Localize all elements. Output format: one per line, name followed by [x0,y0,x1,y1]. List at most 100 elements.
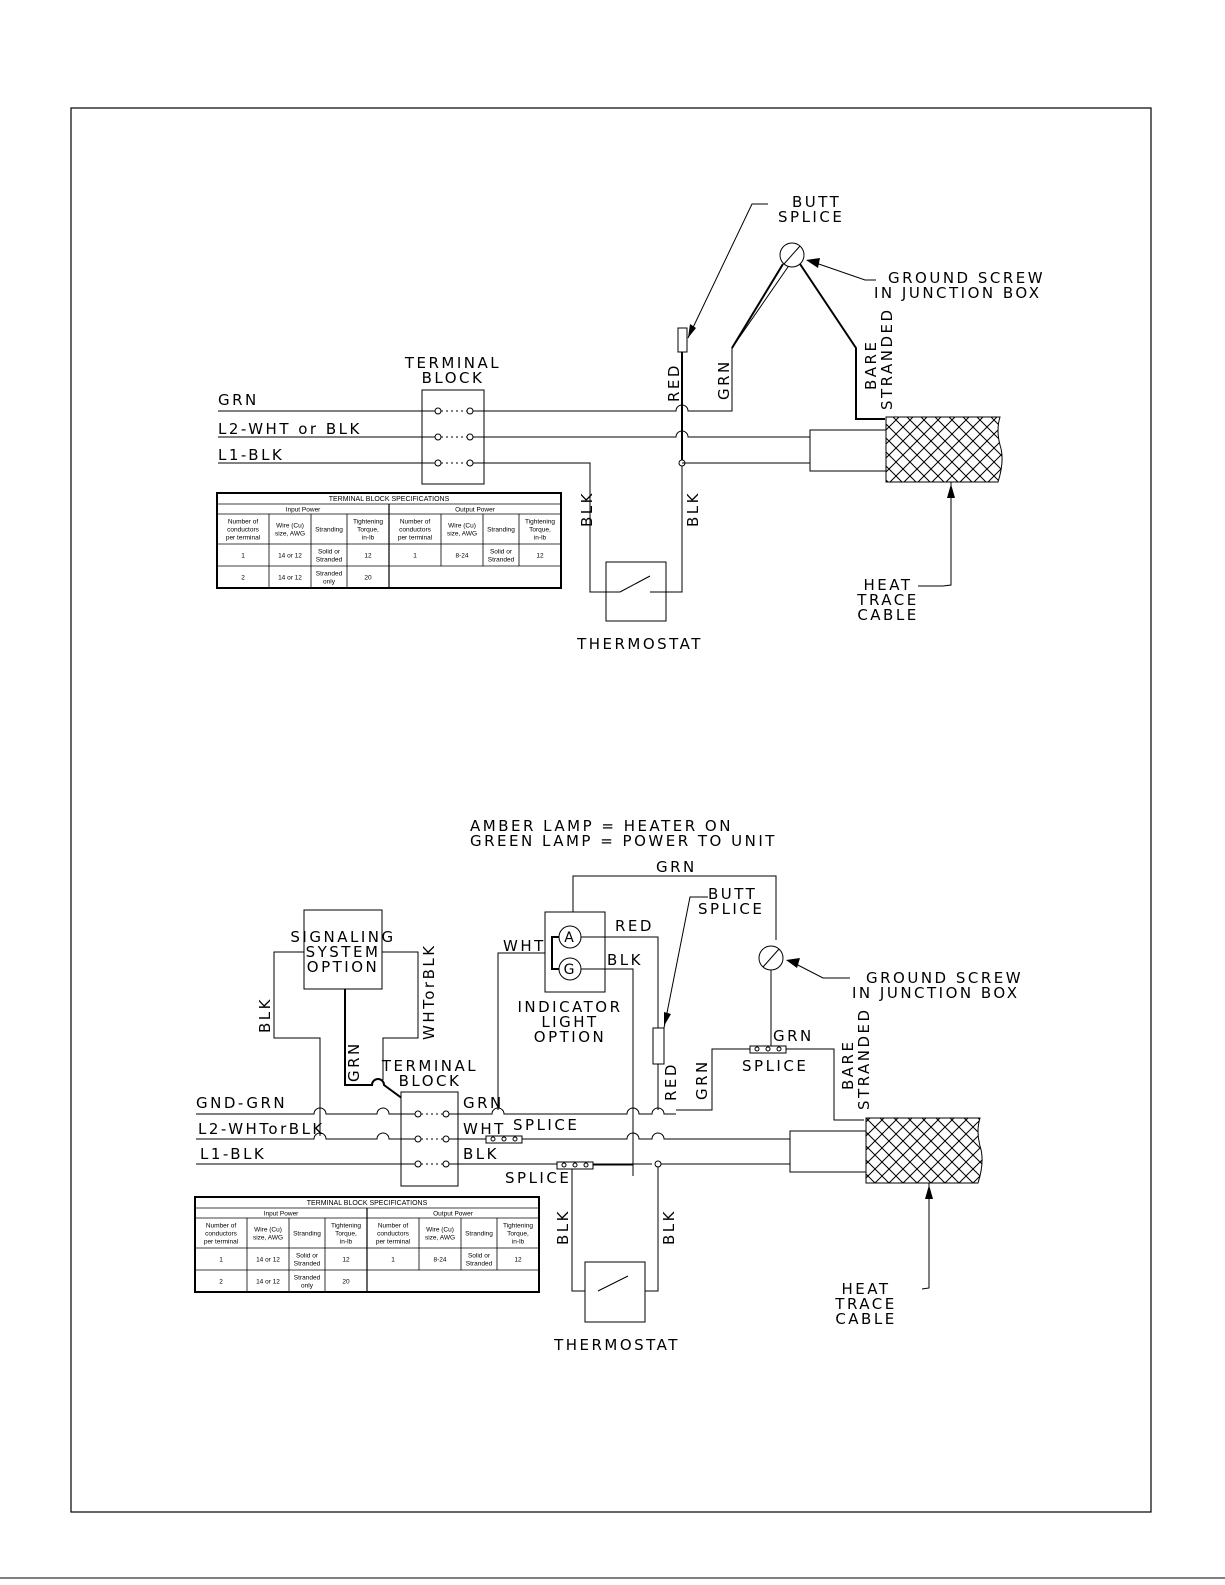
heat-trace-label: HEAT [841,1280,890,1298]
spec-column-header: Number of [378,1223,409,1230]
splice-low-label: SPLICE [505,1169,571,1187]
spec-column-header: size, AWG [425,1235,455,1242]
spec-column-header: size, AWG [447,531,477,538]
spec-cell: 12 [342,1257,350,1264]
blk-right-label: BLK [684,491,702,527]
bare-stranded-wire [799,263,885,420]
grn-top-label: GRN [656,858,697,876]
spec-column-header: per terminal [398,535,433,542]
butt-splice-label-2: SPLICE [698,900,764,918]
thermostat-box [584,1261,646,1323]
legend-line-2: GREEN LAMP = POWER TO UNIT [470,832,777,850]
heat-trace-cable [865,1117,983,1184]
spec-column-header: Torque, [529,527,551,534]
butt-splice-label: BUTT [792,193,841,211]
spec-cell: Stranded [488,557,515,564]
spec-cell: Solid or [468,1253,491,1260]
spec-cell: 1 [219,1257,223,1264]
signaling-grn-wire [344,989,419,1111]
input-power-header: Input Power [264,1211,300,1218]
l2-input-wire [196,1132,415,1140]
cable-jacket [809,429,887,472]
spec-cell: 12 [536,553,544,560]
butt-splice-leader [687,203,768,339]
spec-cell: only [323,579,336,586]
blk-left-label: BLK [554,1209,572,1245]
spec-column-header: size, AWG [275,531,305,538]
indicator-label-2: LIGHT [541,1013,598,1031]
red-label: RED [665,363,683,402]
spec-cell: 1 [413,553,417,560]
signaling-blk-wire [273,951,321,1136]
wht-lamp-wire [497,952,545,1110]
spec-cell: 20 [342,1279,350,1286]
blk-lamp-label: BLK [607,951,643,969]
spec-column-header: Wire (Cu) [254,1227,282,1234]
gnd-grn-label: GND-GRN [196,1094,287,1112]
grn-vertical-label: GRN [345,1041,363,1082]
spec-cell: 2 [219,1279,223,1286]
spec-cell: 20 [364,575,372,582]
spec-cell: only [301,1283,314,1290]
ground-screw-label-2: IN JUNCTION BOX [852,984,1020,1002]
heat-trace-label-2: TRACE [856,591,918,609]
spec-column-header: per terminal [376,1239,411,1246]
ground-screw-leader [791,961,850,979]
spec-cell: 14 or 12 [256,1279,280,1286]
spec-column-header: in-lb [340,1239,353,1246]
splice-to-thermostat-wire [571,1169,585,1292]
legend-line-1: AMBER LAMP = HEATER ON [470,817,733,835]
ground-screw-leader [812,261,876,281]
heat-trace-leader [918,482,952,587]
spec-column-header: Stranding [465,1231,493,1238]
spec-cell: 2 [241,575,245,582]
lamp-g-label: G [564,962,577,978]
grn-vertical-label-2: GRN [693,1059,711,1100]
blk-vertical-label: BLK [256,997,274,1033]
arrowhead [925,1185,933,1199]
ground-grn-wire [731,263,784,349]
l1-to-thermostat-wire [473,462,606,593]
splice-mid-label: SPLICE [513,1116,579,1134]
thermostat-return-wire [663,463,683,593]
spec-column-header: Torque, [507,1231,529,1238]
drawing-frame [70,107,1152,1513]
spec-column-header: conductors [205,1231,238,1238]
blk-right-label: BLK [660,1209,678,1245]
thermostat-label: THERMOSTAT [553,1336,680,1354]
red-lamp-wire [581,936,659,1028]
lamp-a-label: A [564,930,576,946]
bare-label: BARE [862,340,880,390]
heat-trace-cable [885,416,1003,483]
bare-label: BARE [839,1040,857,1090]
red-vertical-label: RED [662,1062,680,1101]
spec-cell: Stranded [316,557,343,564]
spec-column-header: Number of [400,519,431,526]
spec-column-header: in-lb [362,535,375,542]
tb-blk-label: BLK [463,1145,499,1163]
arrowhead [786,958,800,968]
spec-column-header: per terminal [204,1239,239,1246]
thermostat-label: THERMOSTAT [576,635,703,653]
l2-wire-label: L2-WHT or BLK [218,420,362,438]
input-power-header: Input Power [286,507,322,514]
grn-top-wire [572,875,777,940]
spec-cell: Stranded [294,1275,321,1282]
terminal-block-label: TERMINAL [404,354,501,372]
signaling-label: SIGNALING [290,928,395,946]
spec-cell: 1 [241,553,245,560]
grn-output-wire [449,1107,676,1115]
spec-column-header: Tightening [525,519,555,526]
l1-wire-label: L1-BLK [218,446,284,464]
spec-cell: Solid or [296,1253,319,1260]
spec-column-header: Torque, [335,1231,357,1238]
stranded-label: STRANDED [855,1007,873,1110]
spec-cell: Solid or [490,549,513,556]
ground-screw-label-2: IN JUNCTION BOX [874,284,1042,302]
butt-splice [652,1027,665,1065]
spec-column-header: Stranding [487,527,515,534]
l2-output-wire [473,430,810,438]
spec-column-header: Tightening [331,1223,361,1230]
